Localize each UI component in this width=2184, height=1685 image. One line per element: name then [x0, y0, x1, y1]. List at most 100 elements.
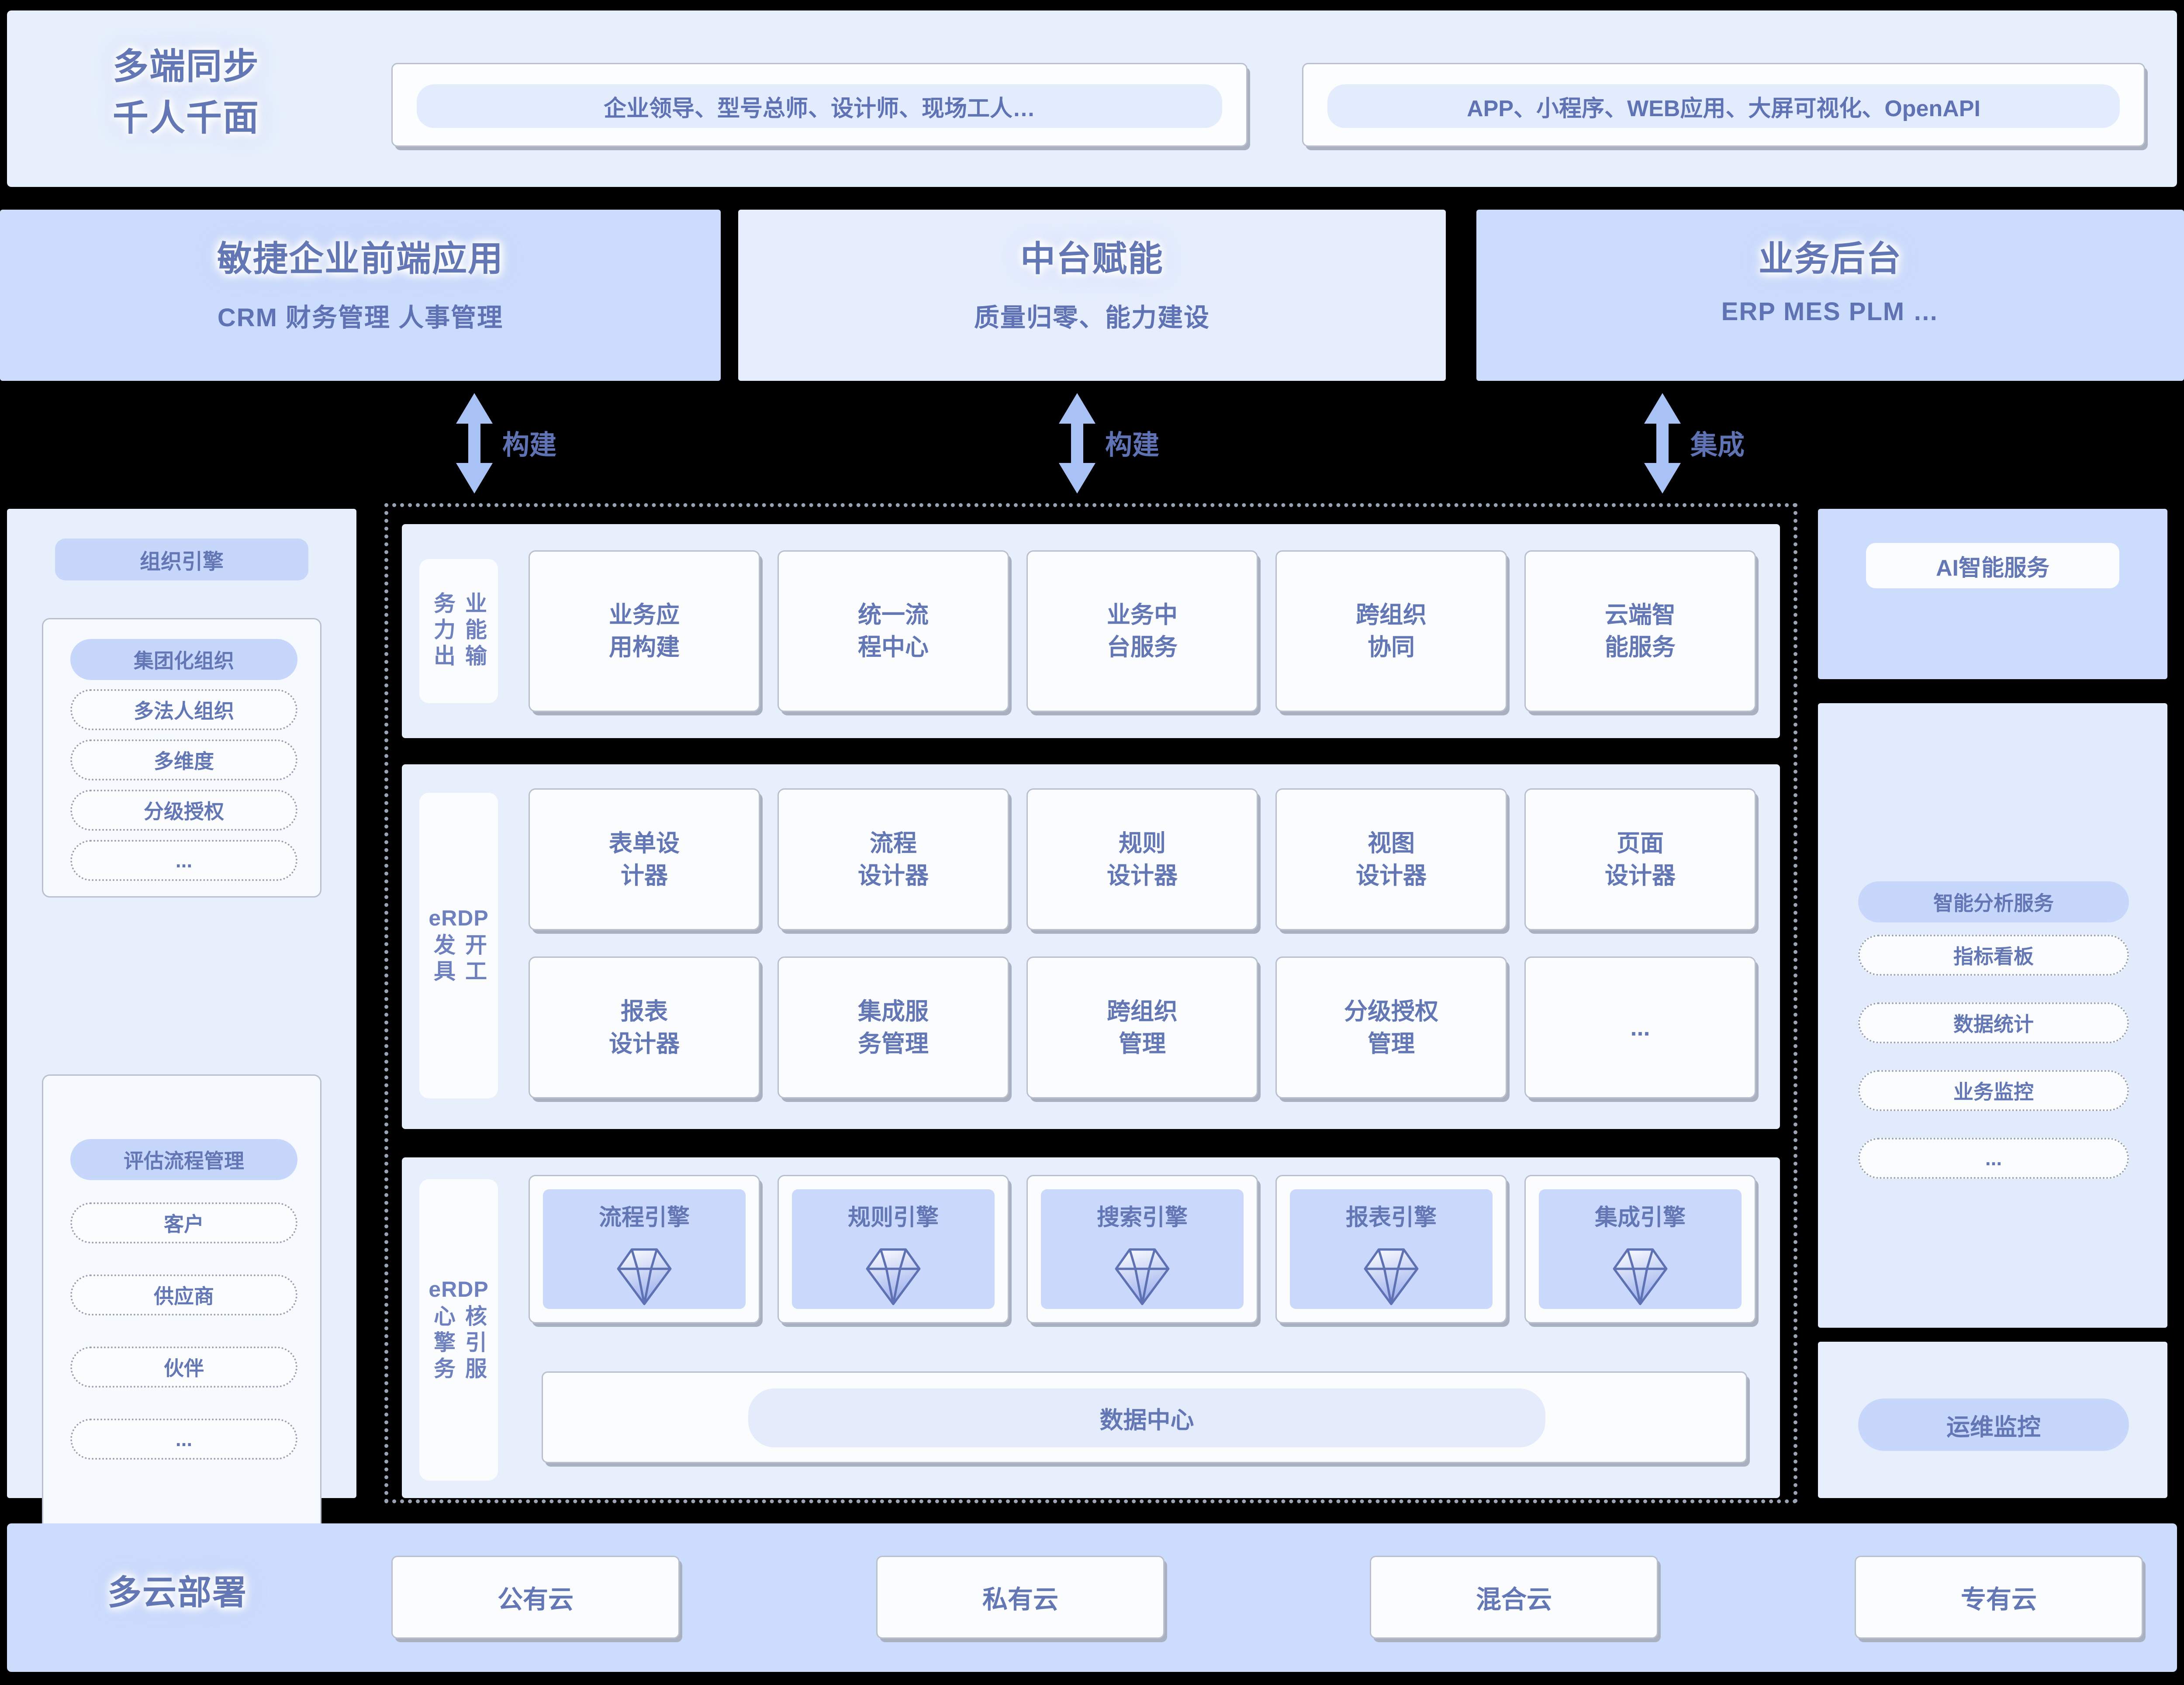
multi-cloud-label: 多云部署	[107, 1573, 247, 1612]
devtool-tile-3[interactable]: 视图 设计器	[1275, 788, 1507, 930]
ops-monitor-panel[interactable]: 运维监控	[1818, 1342, 2167, 1498]
devtool-tile-3-line1: 视图	[1368, 830, 1415, 856]
devtool-tile-1[interactable]: 流程 设计器	[778, 788, 1009, 930]
devtool-tile-4[interactable]: 页面 设计器	[1524, 788, 1756, 930]
gem-icon	[1612, 1243, 1669, 1316]
devtool-tile-6[interactable]: 集成服 务管理	[778, 956, 1009, 1098]
panel-midplatform-title: 中台赋能	[1020, 239, 1164, 278]
engine-card-1-inner: 规则引擎	[792, 1189, 995, 1309]
multi-cloud-band: 多云部署 公有云 私有云 混合云 专有云	[7, 1523, 2177, 1672]
devtool-tile-9[interactable]: ...	[1524, 956, 1756, 1098]
analysis-item-3[interactable]: ...	[1858, 1138, 2129, 1179]
double-arrow-vertical-icon	[454, 393, 494, 494]
capability-tile-4[interactable]: 云端智 能服务	[1524, 550, 1756, 712]
devtool-tile-2-line1: 规则	[1119, 830, 1166, 856]
devtool-tile-8-line1: 分级授权	[1344, 998, 1438, 1025]
left-sidebar: 组织引擎 集团化组织 多法人组织 多维度 分级授权 ... 评估流程管理 客户 …	[7, 509, 356, 1555]
eval-item-primary[interactable]: 评估流程管理	[70, 1139, 297, 1180]
analysis-item-0[interactable]: 指标看板	[1858, 935, 2129, 976]
org-engine-heading: 组织引擎	[55, 539, 308, 580]
connector-build-2-label: 构建	[1105, 430, 1160, 460]
erdp-devtools-side-label-word: eRDP	[429, 906, 489, 930]
multi-terminal-label-line2: 千人千面	[112, 98, 259, 138]
panel-midplatform[interactable]: 中台赋能 质量归零、能力建设	[738, 210, 1446, 381]
engine-card-0-inner: 流程引擎	[543, 1189, 746, 1309]
engine-card-0[interactable]: 流程引擎	[529, 1175, 760, 1323]
capability-tile-2[interactable]: 业务中 台服务	[1026, 550, 1258, 712]
erdp-devtools-side-label-col-right: 开工	[462, 933, 487, 986]
analysis-item-2[interactable]: 业务监控	[1858, 1070, 2129, 1111]
roles-text: 企业领导、型号总师、设计师、现场工人…	[417, 84, 1222, 128]
org-item-0[interactable]: 多法人组织	[70, 689, 297, 730]
capability-tile-4-line2: 能服务	[1605, 634, 1676, 660]
ai-service-panel[interactable]: AI智能服务	[1818, 509, 2167, 679]
erdp-core-side-label-col-left: 心擎务	[431, 1305, 455, 1383]
eval-item-3[interactable]: ...	[70, 1419, 297, 1460]
connector-build-1-label: 构建	[502, 430, 557, 460]
engine-card-2-label: 搜索引擎	[1096, 1205, 1188, 1230]
engine-card-4[interactable]: 集成引擎	[1524, 1175, 1756, 1323]
devtool-tile-7[interactable]: 跨组织 管理	[1026, 956, 1258, 1098]
channels-box[interactable]: APP、小程序、WEB应用、大屏可视化、OpenAPI	[1302, 63, 2145, 147]
roles-box[interactable]: 企业领导、型号总师、设计师、现场工人…	[391, 63, 1248, 147]
panel-backoffice-subtitle: ERP MES PLM …	[1721, 297, 1939, 326]
eval-item-2[interactable]: 伙伴	[70, 1347, 297, 1388]
cloud-option-hybrid[interactable]: 混合云	[1370, 1556, 1658, 1639]
devtool-tile-5[interactable]: 报表 设计器	[529, 956, 760, 1098]
erdp-devtools-side-label-col-left: 发具	[431, 933, 455, 986]
org-item-3[interactable]: ...	[70, 840, 297, 881]
engine-card-4-label: 集成引擎	[1594, 1205, 1686, 1230]
devtool-tile-5-line1: 报表	[621, 998, 668, 1025]
capability-tile-1-line2: 程中心	[858, 634, 929, 660]
org-item-1[interactable]: 多维度	[70, 739, 297, 780]
org-item-2[interactable]: 分级授权	[70, 790, 297, 831]
org-item-primary[interactable]: 集团化组织	[70, 639, 297, 680]
engine-card-2[interactable]: 搜索引擎	[1026, 1175, 1258, 1323]
analysis-service-panel: 智能分析服务 指标看板 数据统计 业务监控 ...	[1818, 703, 2167, 1328]
engine-card-1[interactable]: 规则引擎	[778, 1175, 1009, 1323]
cloud-option-private[interactable]: 私有云	[876, 1556, 1165, 1639]
capability-tile-3-line1: 跨组织	[1356, 602, 1427, 628]
devtool-tile-7-line1: 跨组织	[1107, 998, 1178, 1025]
devtool-tile-6-line2: 务管理	[858, 1030, 929, 1057]
panel-frontend-apps[interactable]: 敏捷企业前端应用 CRM 财务管理 人事管理	[0, 210, 721, 381]
capability-output-side-label-col-left: 务力出	[431, 592, 455, 670]
capability-tile-0[interactable]: 业务应 用构建	[529, 550, 760, 712]
capability-output-side-label: 业能输 务力出	[419, 559, 498, 703]
cloud-option-dedicated[interactable]: 专有云	[1855, 1556, 2143, 1639]
gem-icon	[1114, 1243, 1171, 1316]
erdp-core-side-label-col-right: 核引服	[462, 1305, 487, 1383]
capability-tile-1[interactable]: 统一流 程中心	[778, 550, 1009, 712]
cloud-option-public[interactable]: 公有云	[391, 1556, 680, 1639]
capability-tile-3-line2: 协同	[1368, 634, 1415, 660]
engine-card-0-label: 流程引擎	[598, 1205, 690, 1230]
panel-frontend-apps-subtitle: CRM 财务管理 人事管理	[217, 304, 504, 332]
capability-tile-1-line1: 统一流	[858, 602, 929, 628]
erdp-platform-outline	[384, 503, 1797, 1503]
panel-backoffice[interactable]: 业务后台 ERP MES PLM …	[1476, 210, 2184, 381]
analysis-heading[interactable]: 智能分析服务	[1858, 881, 2129, 922]
eval-item-1[interactable]: 供应商	[70, 1274, 297, 1316]
devtool-tile-0[interactable]: 表单设 计器	[529, 788, 760, 930]
multi-terminal-label: 多端同步 千人千面	[64, 41, 308, 144]
devtool-tile-1-line1: 流程	[870, 830, 917, 856]
ai-service-label: AI智能服务	[1866, 543, 2119, 588]
analysis-item-1[interactable]: 数据统计	[1858, 1002, 2129, 1043]
data-center-card[interactable]: 数据中心	[542, 1371, 1747, 1463]
gem-icon	[865, 1243, 922, 1316]
eval-item-0[interactable]: 客户	[70, 1202, 297, 1243]
devtool-tile-2[interactable]: 规则 设计器	[1026, 788, 1258, 930]
devtool-tile-0-line1: 表单设	[609, 830, 680, 856]
erdp-devtools-block: eRDP 开工 发具 表单设 计器 流程 设计器 规则 设计器 视图 设计器 页…	[402, 764, 1780, 1129]
engine-card-3[interactable]: 报表引擎	[1275, 1175, 1507, 1323]
devtool-tile-8[interactable]: 分级授权 管理	[1275, 956, 1507, 1098]
engine-card-3-label: 报表引擎	[1345, 1205, 1437, 1230]
devtool-tile-7-line2: 管理	[1119, 1030, 1166, 1057]
devtool-tile-9-line1: ...	[1630, 1014, 1650, 1041]
engine-card-4-inner: 集成引擎	[1539, 1189, 1742, 1309]
panel-backoffice-title: 业务后台	[1759, 239, 1902, 278]
capability-tile-3[interactable]: 跨组织 协同	[1275, 550, 1507, 712]
devtool-tile-6-line1: 集成服	[858, 998, 929, 1025]
connector-integrate-label: 集成	[1690, 430, 1745, 460]
